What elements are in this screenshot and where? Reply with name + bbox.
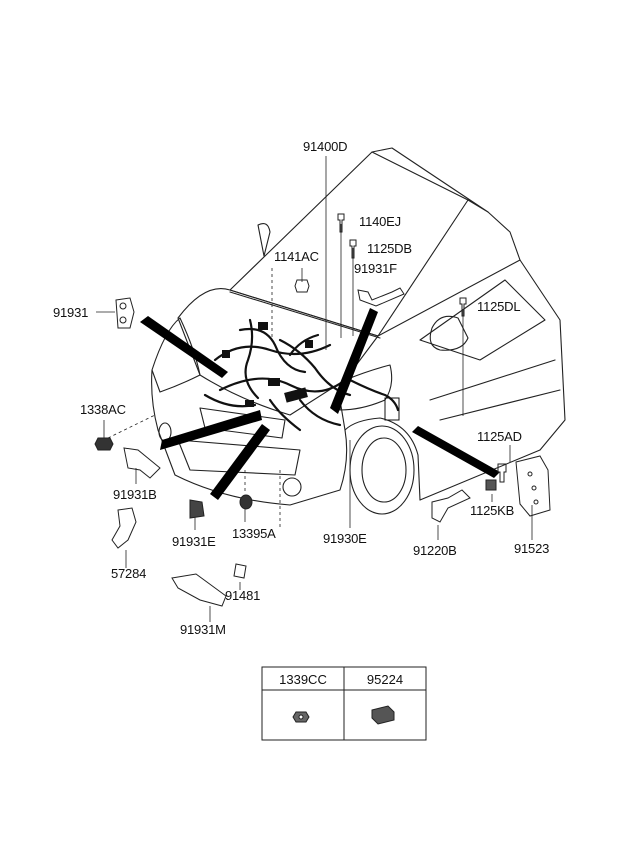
part-label-13395A: 13395A xyxy=(232,526,276,541)
grille xyxy=(177,439,301,476)
cowl xyxy=(229,291,381,339)
legend-header-1339CC: 1339CC xyxy=(279,672,327,687)
bracket-91931F xyxy=(357,287,405,307)
bolt-1125DL xyxy=(459,297,467,317)
part-label-91930E: 91930E xyxy=(323,531,367,546)
side-skirt xyxy=(419,449,541,501)
part-label-91931F: 91931F xyxy=(354,261,397,276)
wheel-arch xyxy=(344,417,421,501)
roof-line xyxy=(371,147,489,213)
part-label-1338AC: 1338AC xyxy=(80,402,126,417)
connector-95224 xyxy=(371,705,395,725)
windshield-outline xyxy=(229,151,469,337)
part-label-91481: 91481 xyxy=(225,588,261,603)
part-label-91931M: 91931M xyxy=(180,622,226,637)
part-label-1125AD: 1125AD xyxy=(477,429,522,444)
bracket-91931B xyxy=(123,447,161,479)
part-label-91523: 91523 xyxy=(514,541,550,556)
nut-1141AC xyxy=(294,279,310,293)
bracket-91220B xyxy=(431,489,471,523)
a-pillar xyxy=(487,211,521,261)
bolt-1125DB xyxy=(349,239,357,259)
legend-table xyxy=(261,666,427,741)
fog-lamp xyxy=(282,477,302,497)
side-body xyxy=(377,259,566,451)
door-line xyxy=(429,359,556,401)
door-line-2 xyxy=(439,389,561,421)
part-sketches xyxy=(94,213,551,607)
part-label-91931E: 91931E xyxy=(172,534,216,549)
bolt-1125KB xyxy=(485,479,497,491)
harness-connectors xyxy=(222,322,400,421)
bolt-1125AD xyxy=(497,463,507,483)
wiper-left xyxy=(257,223,271,257)
part-label-1140EJ: 1140EJ xyxy=(359,214,401,229)
legend-header-95224: 95224 xyxy=(366,672,404,687)
legend-part-icons xyxy=(292,705,395,725)
part-label-91400D: 91400D xyxy=(303,139,348,154)
part-label-91220B: 91220B xyxy=(413,543,457,558)
grommet-13395A xyxy=(239,494,253,510)
wiring-harness xyxy=(203,318,400,432)
part-label-1125DB: 1125DB xyxy=(367,241,412,256)
part-label-57284: 57284 xyxy=(111,566,147,581)
clip-91931E xyxy=(189,499,205,519)
front-wheel-inner xyxy=(361,437,407,503)
bolt-1140EJ xyxy=(337,213,345,233)
part-label-91931B: 91931B xyxy=(113,487,157,502)
part-label-91931: 91931 xyxy=(53,305,89,320)
nut-1338AC xyxy=(94,437,114,451)
bracket-57284 xyxy=(111,507,137,549)
side-mirror xyxy=(429,315,469,351)
pointer-bars xyxy=(140,308,500,500)
headlight-right xyxy=(339,364,393,411)
part-label-1141AC: 1141AC xyxy=(274,249,319,264)
front-face xyxy=(151,369,348,506)
clip-91481 xyxy=(233,563,247,579)
part-label-1125KB: 1125KB xyxy=(470,503,515,518)
bracket-91931M xyxy=(171,573,227,607)
front-wheel xyxy=(349,425,415,515)
part-label-1125DL: 1125DL xyxy=(477,299,521,314)
side-window xyxy=(419,279,546,361)
leader-lines xyxy=(96,156,533,622)
plate-91523 xyxy=(515,455,551,517)
clip-91931 xyxy=(115,297,135,329)
